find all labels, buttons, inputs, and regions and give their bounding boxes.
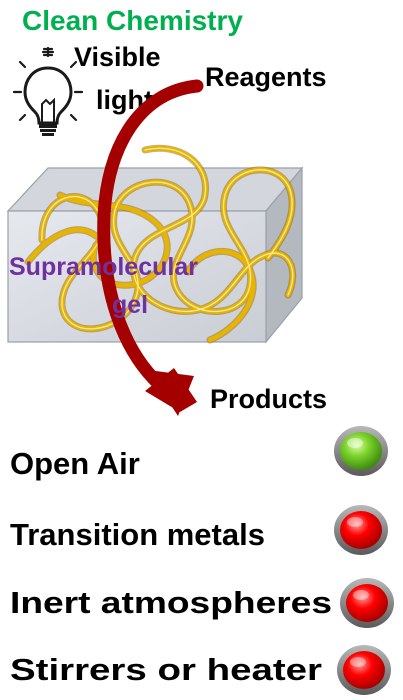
gel-label-line2: gel	[112, 291, 148, 319]
red-light-icon	[334, 505, 388, 555]
visible-light-label-line1: Visible	[74, 42, 161, 72]
condition-label: Transition metals	[10, 517, 265, 552]
condition-label: Inert atmospheres	[10, 585, 332, 620]
green-light-icon	[334, 426, 388, 476]
diagram-title: Clean Chemistry	[22, 5, 243, 36]
condition-label: Stirrers or heater	[10, 652, 322, 687]
condition-row-open-air: Open Air	[10, 426, 388, 481]
products-label: Products	[210, 384, 327, 414]
condition-row-inert-atmospheres: Inert atmospheres	[10, 578, 394, 628]
condition-label: Open Air	[10, 446, 140, 481]
gel-label-line1: Supramolecular	[9, 253, 198, 281]
red-light-icon	[340, 578, 394, 628]
condition-row-stirrers-or-heater: Stirrers or heater	[10, 645, 391, 695]
condition-row-transition-metals: Transition metals	[10, 505, 388, 555]
red-light-icon	[337, 645, 391, 695]
lightbulb-icon	[12, 46, 84, 136]
reaction-arrow	[97, 79, 204, 416]
reagents-label: Reagents	[205, 62, 327, 92]
